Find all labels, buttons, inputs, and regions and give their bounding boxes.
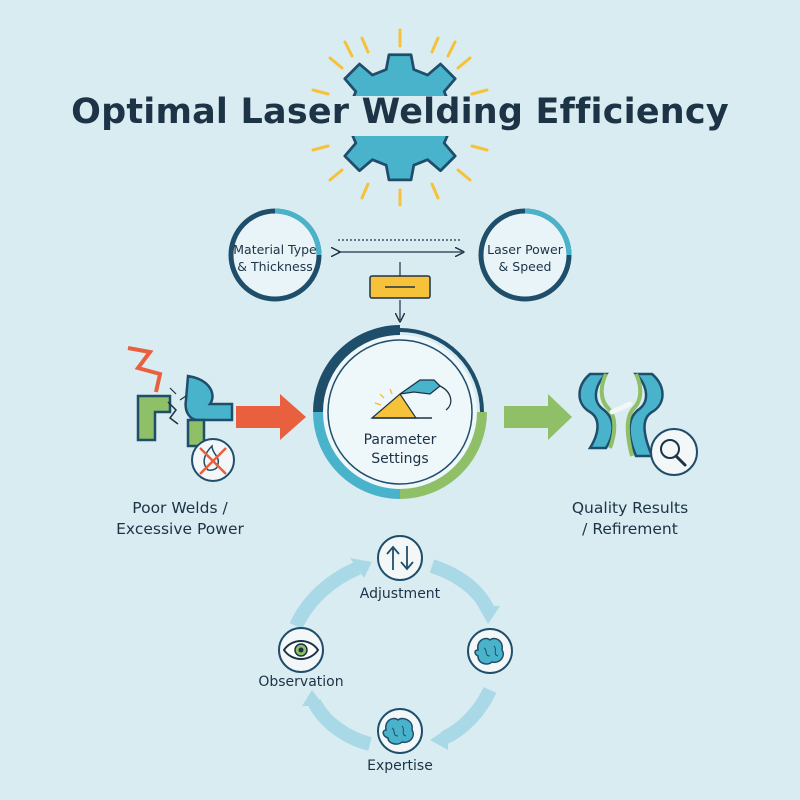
input-connector <box>338 239 462 320</box>
material-label: Material Type & Thickness <box>231 242 319 276</box>
no-fire-icon <box>191 438 235 482</box>
parameter-label-line1: Parameter <box>363 432 437 448</box>
up-down-arrows-icon <box>386 545 414 571</box>
adjustment-node <box>377 535 423 581</box>
joined-weld-icon <box>578 372 664 458</box>
eye-icon <box>282 640 320 660</box>
quality-label-line1: Quality Results <box>571 499 689 517</box>
laser-power-label-line2: & Speed <box>498 258 552 274</box>
laser-power-circle <box>478 208 572 302</box>
material-label-line2: & Thickness <box>237 258 313 274</box>
broken-weld-icon <box>127 346 234 448</box>
material-circle <box>228 208 322 302</box>
quality-results-label: Quality Results / Refirement <box>540 498 720 540</box>
adjustment-label: Adjustment <box>359 586 441 602</box>
expertise-label: Expertise <box>367 758 433 774</box>
laser-power-label-line1: Laser Power <box>487 242 563 257</box>
observation-node <box>278 627 324 673</box>
brain-node-right <box>467 628 513 674</box>
parameter-slider <box>369 275 431 299</box>
poor-label-line1: Poor Welds / <box>132 499 228 517</box>
expertise-node <box>377 708 423 754</box>
parameter-label-line2: Settings <box>371 450 429 467</box>
quality-label-line2: / Refirement <box>582 519 678 538</box>
poor-welds-label: Poor Welds / Excessive Power <box>90 498 270 540</box>
sun-rays <box>311 28 489 207</box>
poor-to-center-arrow <box>236 394 306 440</box>
laser-power-label: Laser Power & Speed <box>481 242 569 276</box>
gear-icon <box>320 53 480 182</box>
material-label-line1: Material Type <box>233 242 317 257</box>
poor-label-line2: Excessive Power <box>116 519 244 538</box>
brain-icon <box>382 717 414 745</box>
center-to-quality-arrow <box>504 394 572 440</box>
magnifier-icon <box>650 428 698 476</box>
feedback-cycle <box>289 559 497 751</box>
page-title: Optimal Laser Welding Efficiency <box>71 92 729 132</box>
laser-torch-icon <box>370 379 452 419</box>
parameter-settings-label: Parameter Settings <box>340 431 460 469</box>
observation-label: Observation <box>258 674 344 690</box>
